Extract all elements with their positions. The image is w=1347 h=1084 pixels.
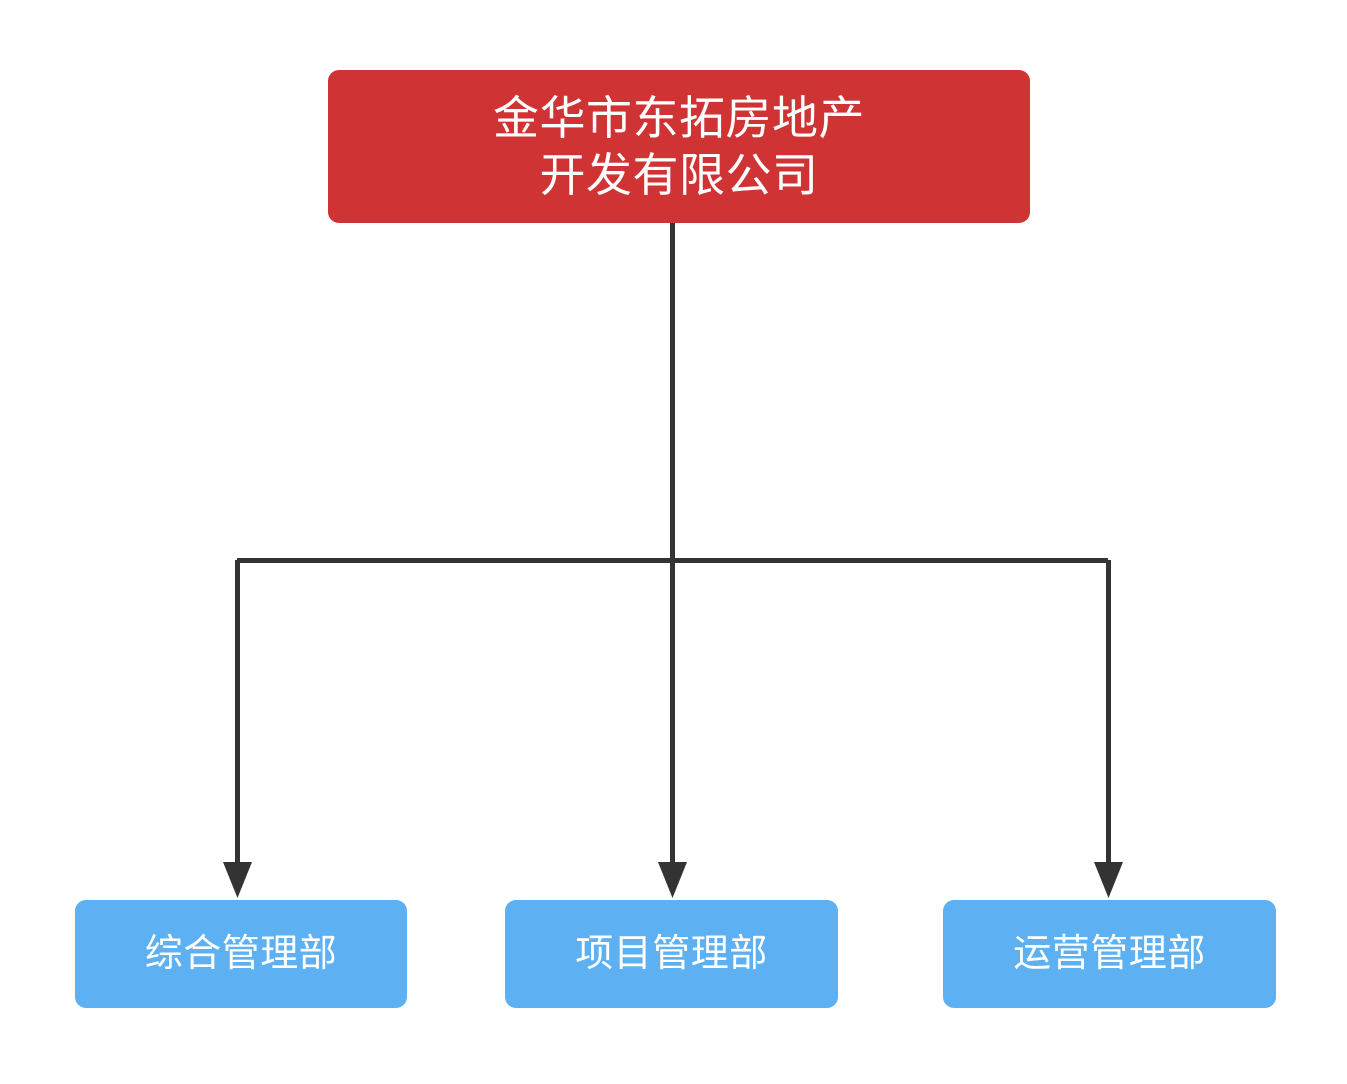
arrow-down-icon-dept-1 xyxy=(658,862,687,898)
org-node-root-label: 金华市东拓房地产 开发有限公司 xyxy=(493,92,865,201)
org-node-department-1-label: 项目管理部 xyxy=(575,932,768,975)
org-node-department-1[interactable]: 项目管理部 xyxy=(505,900,838,1008)
arrow-down-icon-dept-0 xyxy=(223,862,252,898)
arrow-down-icon-dept-2 xyxy=(1094,862,1123,898)
org-node-department-0[interactable]: 综合管理部 xyxy=(75,900,407,1008)
org-node-root[interactable]: 金华市东拓房地产 开发有限公司 xyxy=(328,70,1030,223)
org-node-department-2[interactable]: 运营管理部 xyxy=(943,900,1276,1008)
org-node-department-2-label: 运营管理部 xyxy=(1013,932,1206,975)
org-node-department-0-label: 综合管理部 xyxy=(144,932,338,975)
